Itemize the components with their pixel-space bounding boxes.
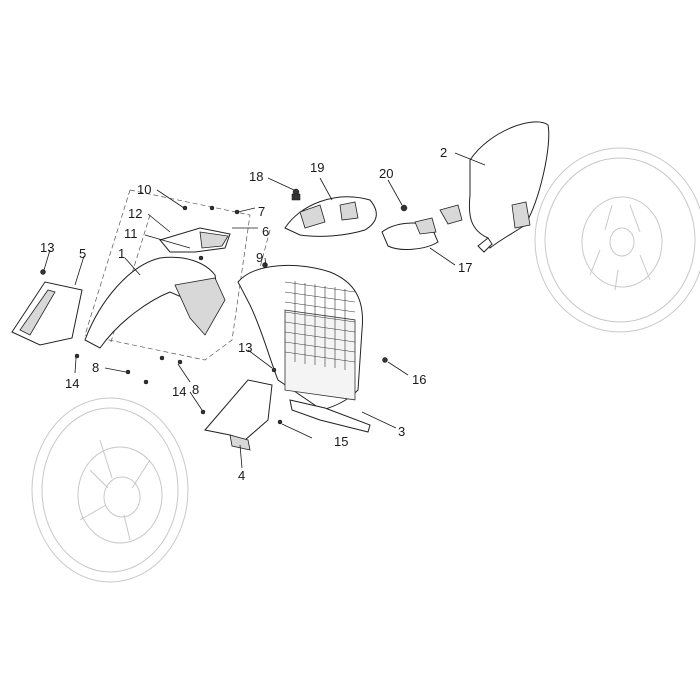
left-side-trim: [11, 281, 83, 346]
callout-1: 1: [118, 246, 125, 261]
callout-16: 16: [412, 372, 426, 387]
rear-mudguard: [439, 121, 550, 253]
callout-9: 9: [256, 250, 263, 265]
callout-11: 11: [124, 226, 138, 241]
callout-3: 3: [398, 424, 405, 439]
callout-13a: 13: [40, 240, 54, 255]
callout-10: 10: [137, 182, 151, 197]
callout-18: 18: [249, 169, 263, 184]
callout-17: 17: [458, 260, 472, 275]
callout-8a: 8: [92, 360, 99, 375]
callout-4: 4: [238, 468, 245, 483]
lower-trim: [204, 379, 273, 451]
rear-wheel: [534, 147, 700, 333]
front-wheel: [31, 397, 189, 583]
mudguard-bracket: [159, 227, 231, 253]
callout-6: 6: [262, 224, 269, 239]
splash-guard: [284, 196, 377, 237]
callout-7: 7: [258, 204, 265, 219]
callout-labels: 1 2 3 4 5 6 7 8 8 9 10 11 12 13 13 14 14…: [40, 145, 472, 483]
callout-15: 15: [334, 434, 348, 449]
callout-2: 2: [440, 145, 447, 160]
radiator-grille: [284, 281, 356, 401]
callout-19: 19: [310, 160, 324, 175]
callout-20: 20: [379, 166, 393, 181]
callout-14a: 14: [65, 376, 79, 391]
callout-13b: 13: [238, 340, 252, 355]
leader-lines: [43, 152, 486, 469]
callout-8b: 8: [192, 382, 199, 397]
bracket-cover: [381, 217, 439, 250]
fasteners: [40, 188, 408, 425]
callout-5: 5: [79, 246, 86, 261]
inner-shield: [237, 265, 371, 433]
callout-12: 12: [128, 206, 142, 221]
front-mudguard: [84, 256, 226, 349]
callout-14b: 14: [172, 384, 186, 399]
